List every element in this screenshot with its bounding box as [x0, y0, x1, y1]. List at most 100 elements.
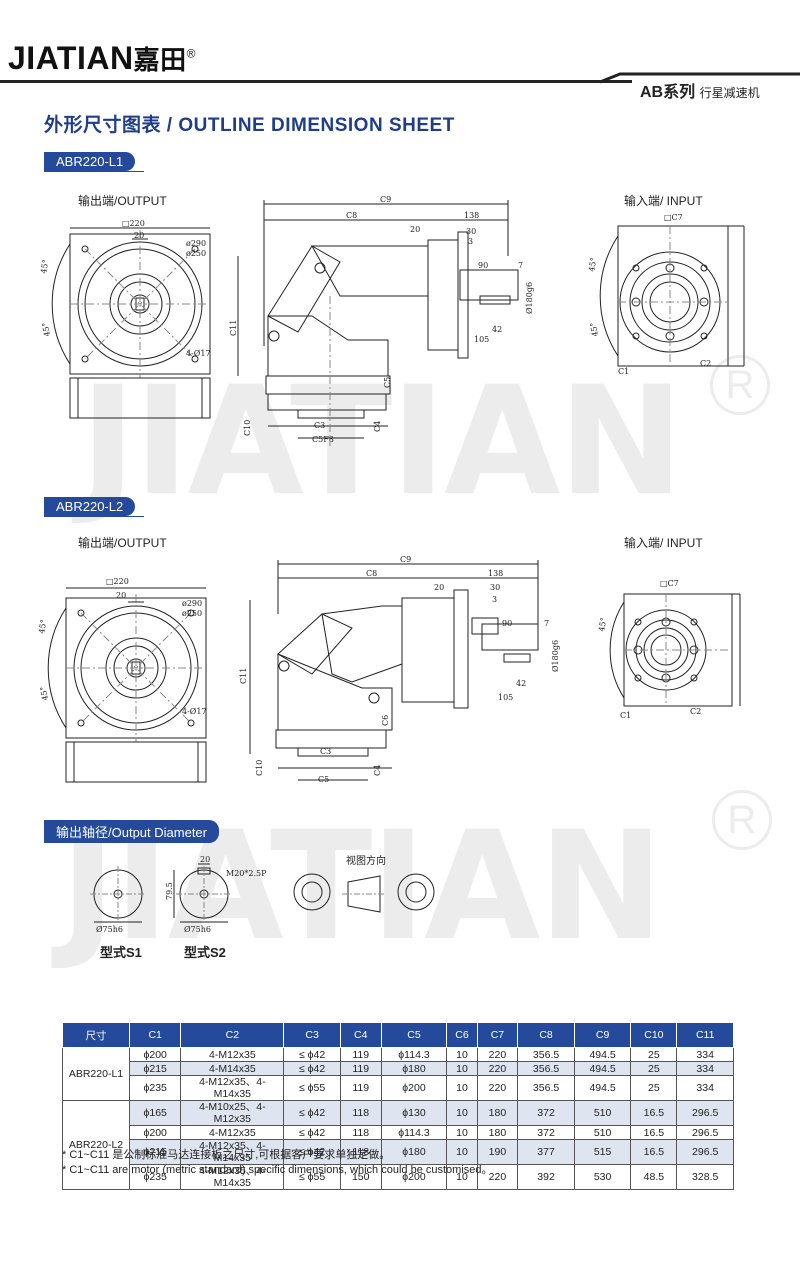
table-cell: 4-M12x35、4-M14x35	[180, 1075, 285, 1101]
section-tag-output-diameter: 输出轴径/Output Diameter	[44, 820, 219, 843]
table-cell: ϕ114.3	[380, 1125, 448, 1140]
table-cell: 10	[446, 1125, 478, 1140]
svg-text:C9: C9	[400, 555, 411, 564]
table-cell: 4-M12x35	[180, 1125, 285, 1140]
table-cell: 4-M10x25、4-M12x35	[180, 1100, 285, 1126]
header-cell: C10	[630, 1022, 678, 1048]
svg-text:90: 90	[478, 261, 488, 270]
svg-text:Ø180g6: Ø180g6	[551, 640, 560, 672]
dim-phi290: ø290	[186, 239, 206, 248]
table-cell: 296.5	[676, 1125, 734, 1140]
dim-phi250: ø250	[186, 249, 206, 258]
l2-input-view: □C7 C1 C2 45°	[597, 579, 790, 720]
s2-label: 型式S2	[184, 945, 226, 960]
dim-holes: 4-Ø17	[186, 349, 211, 358]
table-cell: 25	[630, 1061, 678, 1076]
table-cell: 180	[476, 1100, 519, 1126]
table-cell: ≤ ϕ55	[283, 1164, 341, 1190]
table-cell: 119	[339, 1061, 382, 1076]
svg-text:42: 42	[516, 679, 526, 688]
section-tag-underline	[44, 839, 214, 840]
table-cell: 334	[676, 1061, 734, 1076]
svg-text:42: 42	[492, 325, 502, 334]
table-cell: 372	[517, 1125, 575, 1140]
table-cell: ϕ180	[380, 1061, 448, 1076]
svg-text:C10: C10	[243, 420, 252, 436]
table-cell: 392	[517, 1164, 575, 1190]
table-cell: 16.5	[630, 1139, 678, 1165]
model-cell: ABR220-L1	[62, 1047, 130, 1101]
table-cell: 180	[476, 1125, 519, 1140]
table-cell: ϕ114.3	[380, 1047, 448, 1062]
svg-text:105: 105	[474, 335, 489, 344]
svg-text:30: 30	[490, 583, 500, 592]
l1-output-view: □220 20 ø290 ø250 4-Ø17 45° 45°	[40, 219, 211, 442]
table-cell: ϕ180	[380, 1139, 448, 1165]
header-cell: C2	[180, 1022, 285, 1048]
input-label-l1: 输入端/ INPUT	[624, 194, 703, 208]
header-cell: C8	[517, 1022, 575, 1048]
svg-text:C10: C10	[255, 760, 264, 776]
table-cell: ϕ200	[128, 1125, 182, 1140]
table-cell: 4-M14x35	[180, 1061, 285, 1076]
svg-text:138: 138	[464, 211, 479, 220]
header-cell: 尺寸	[62, 1022, 130, 1048]
table-cell: ϕ165	[128, 1100, 182, 1126]
table-cell: 356.5	[517, 1061, 575, 1076]
header-cell: C3	[283, 1022, 341, 1048]
table-cell: ϕ215	[128, 1139, 182, 1165]
table-cell: 118	[339, 1100, 382, 1126]
table-cell: 4-M12x35、4-M14x35	[180, 1164, 285, 1190]
svg-text:45°: 45°	[587, 257, 598, 273]
section-tag-l2: ABR220-L2	[44, 497, 136, 516]
table-cell: 494.5	[573, 1061, 632, 1076]
table-cell: 10	[446, 1075, 478, 1101]
l1-input-view: □C7 C1 C2 45° 45°	[587, 213, 784, 376]
header-cell: C6	[446, 1022, 478, 1048]
table-cell: 220	[476, 1061, 519, 1076]
svg-text:45°: 45°	[39, 686, 50, 702]
table-cell: ≤ ϕ42	[283, 1061, 341, 1076]
table-cell: ϕ235	[128, 1075, 182, 1101]
table-cell: ϕ200	[380, 1075, 448, 1101]
header-cell: C11	[676, 1022, 734, 1048]
svg-text:ø250: ø250	[182, 609, 202, 618]
svg-text:C4: C4	[373, 765, 382, 776]
table-cell: 25	[630, 1047, 678, 1062]
table-cell: 334	[676, 1047, 734, 1062]
svg-text:7: 7	[518, 261, 523, 270]
header-cell: C9	[573, 1022, 632, 1048]
table-cell: 118	[339, 1125, 382, 1140]
table-cell: 494.5	[573, 1047, 632, 1062]
svg-text:C11: C11	[229, 320, 238, 336]
s1-label: 型式S1	[100, 945, 142, 960]
svg-text:□C7: □C7	[660, 579, 679, 588]
table-cell: 515	[573, 1139, 632, 1165]
series-label: AB系列 行星减速机	[640, 84, 760, 101]
table-cell: 119	[339, 1075, 382, 1101]
s2-thread: M20*2.5P	[226, 869, 267, 878]
table-cell: ≤ ϕ55	[283, 1075, 341, 1101]
footnotes: * C1~C11 是公制标准马达连接板之尺寸,可根据客户要求单独定做。 * C1…	[62, 1148, 493, 1178]
svg-text:□220: □220	[106, 577, 129, 586]
table-cell: 494.5	[573, 1075, 632, 1101]
dimension-table: 尺寸 C1 C2 C3 C4 C5 C6 C7 C8 C9 C10 C11 AB…	[62, 1022, 734, 1190]
table-cell: ≤ ϕ42	[283, 1125, 341, 1140]
l2-output-view: □220 20 ø290 ø250 4-Ø17 45° 45°	[37, 577, 207, 786]
dim-45b: 45°	[41, 322, 52, 338]
brand-logo: JIATIAN嘉田®	[8, 40, 196, 77]
header-rule	[0, 80, 632, 83]
table-cell: 48.5	[630, 1164, 678, 1190]
brand-name-cn: 嘉田	[133, 45, 187, 75]
table-cell: ϕ200	[128, 1047, 182, 1062]
svg-text:C8: C8	[346, 211, 357, 220]
header-cell: C5	[380, 1022, 448, 1048]
dim-45a: 45°	[40, 259, 50, 275]
model-cell: ABR220-L2	[62, 1100, 130, 1190]
table-cell: 10	[446, 1164, 478, 1190]
